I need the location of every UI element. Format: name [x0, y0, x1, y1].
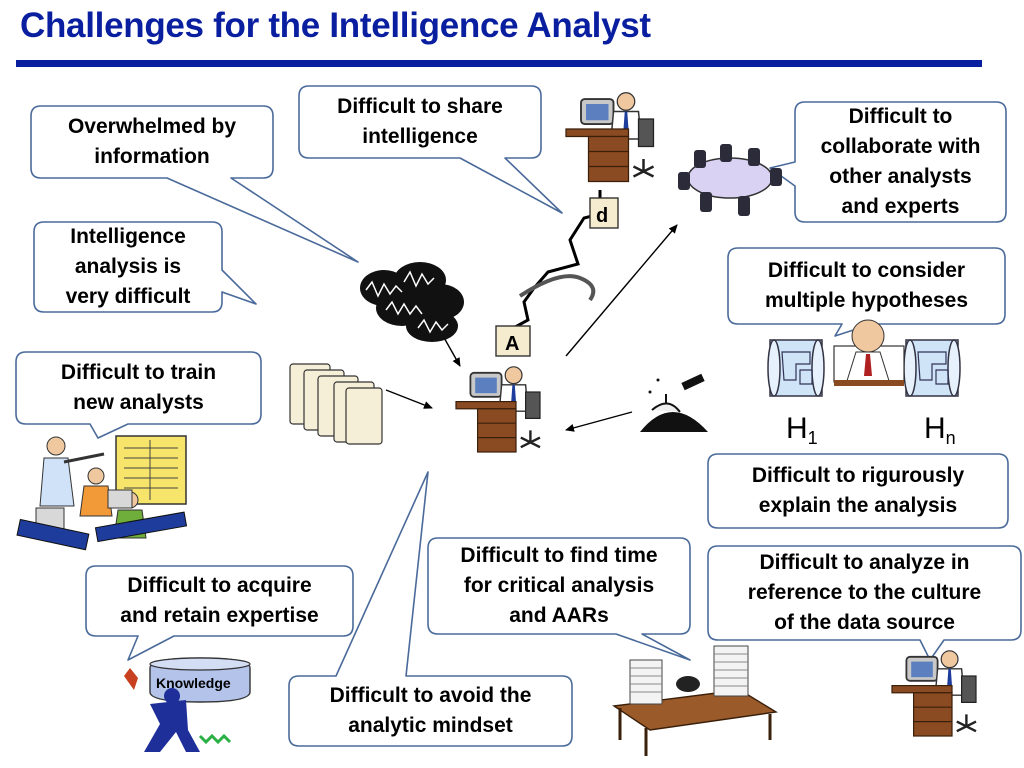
callout-train-shape: [15, 351, 262, 439]
callout-explain-shape: [707, 453, 1009, 529]
callout-find-time: Difficult to find time for critical anal…: [460, 544, 658, 627]
slide-title: Challenges for the Intelligence Analyst: [20, 6, 651, 45]
callout-overwhelmed: Overwhelmed by information: [67, 115, 237, 168]
blueprint-icon: [767, 339, 825, 397]
hypothesis-h1-sub: 1: [807, 428, 818, 448]
hypothesis-hn-label: Hn: [924, 412, 956, 449]
callout-shapes: [15, 85, 1022, 747]
analyst-at-desk-icon: [454, 365, 542, 454]
thinking-analyst-icon: [833, 319, 905, 386]
path-scroll-icon: d A: [495, 190, 619, 357]
callout-culture-shape: [707, 545, 1022, 661]
analyst-at-desk-icon: [890, 649, 978, 738]
callout-hypotheses: Difficult to consider multiple hypothese…: [764, 259, 969, 312]
callout-analysis-shape: [33, 221, 257, 313]
hypothesis-h1-base: H: [786, 412, 808, 445]
hypothesis-hn-sub: n: [945, 428, 956, 448]
meeting-table-icon: [678, 144, 782, 216]
analyst-at-desk-icon: [564, 91, 655, 183]
knowledge-label: Knowledge: [156, 675, 231, 691]
title-rule: [16, 60, 982, 67]
paper-pile-desk-icon: [612, 645, 779, 756]
callout-expertise: Difficult to acquire and retain expertis…: [120, 574, 319, 627]
knowledge-carrier-icon: Knowledge: [124, 657, 251, 752]
callout-collaborate: Difficult to collaborate with other anal…: [820, 105, 981, 218]
trainer-classroom-icon: [16, 435, 188, 551]
hypothesis-h1-label: H1: [786, 412, 818, 449]
callout-findtime-shape: [427, 537, 691, 661]
blueprint-icon: [903, 339, 961, 397]
documents-stack-icon: [289, 363, 383, 445]
satellite-icon: [640, 373, 708, 432]
scroll-d-letter: d: [596, 205, 608, 227]
hypothesis-hn-base: H: [924, 412, 946, 445]
callout-analysis-difficult: Intelligence analysis is very difficult: [65, 225, 191, 308]
callout-mindset-shape: [288, 471, 573, 747]
callout-overwhelmed-shape: [30, 105, 359, 263]
callout-train: Difficult to train new analysts: [60, 361, 217, 414]
callout-share-shape: [298, 85, 563, 214]
callout-collaborate-shape: [769, 101, 1007, 223]
callout-explain: Difficult to rigurously explain the anal…: [751, 464, 965, 517]
callout-expertise-shape: [85, 565, 354, 661]
callout-culture: Difficult to analyze in reference to the…: [747, 551, 982, 634]
static-noise-clouds-icon: [360, 262, 464, 342]
callout-share: Difficult to share intelligence: [337, 95, 503, 148]
callout-mindset: Difficult to avoid the analytic mindset: [329, 684, 532, 737]
scroll-a-letter: A: [505, 333, 519, 355]
